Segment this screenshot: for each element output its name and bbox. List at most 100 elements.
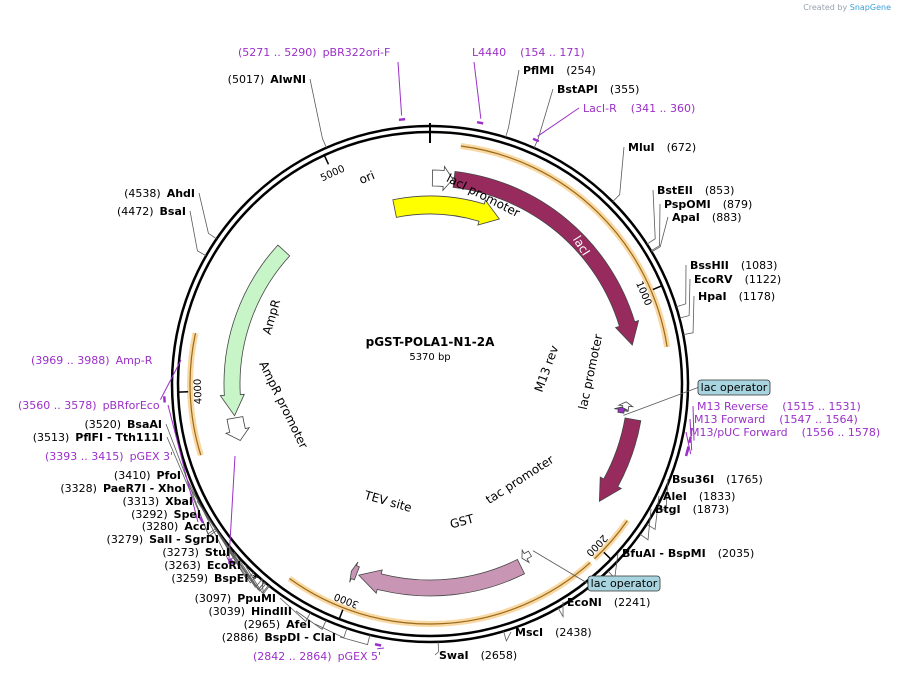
feature-label-m13-rev: M13 rev — [532, 344, 562, 394]
enzyme-label-7-part: EcoRV — [694, 273, 733, 286]
enzyme-leader-1 — [533, 88, 554, 149]
enzyme-label-13: EcoNI(2241) — [567, 596, 650, 609]
enzyme-label-9: Bsu36I(1765) — [672, 473, 763, 486]
enzyme-label-1-part: (355) — [610, 83, 640, 96]
feature-label-ampr-promoter: AmpR promoter — [256, 359, 310, 451]
enzyme-label-20-part: (3259) — [171, 572, 208, 585]
primer-leader-6 — [377, 647, 385, 650]
primer-label-3-part: M13 Reverse — [697, 400, 768, 413]
enzyme-label-14-part: MscI — [515, 626, 543, 639]
enzyme-leader-2 — [612, 146, 625, 203]
enzyme-label-17-part: (2965) — [244, 618, 281, 631]
enzyme-label-4-part: PspOMI — [664, 198, 711, 211]
primer-mark-8 — [198, 516, 205, 524]
enzyme-leader-33 — [309, 78, 327, 148]
enzyme-leader-11 — [639, 508, 652, 541]
primer-label-5-part: M13/pUC Forward — [690, 426, 788, 439]
enzyme-leader-30 — [165, 423, 217, 535]
primer-label-1-part: L4440 — [472, 46, 506, 59]
enzyme-label-7: EcoRV(1122) — [694, 273, 781, 286]
primer-label-2-part: (341 .. 360) — [631, 102, 696, 115]
enzyme-label-20-part: BspEI * — [214, 572, 258, 585]
plasmid-name: pGST-POLA1-N1-2A — [366, 335, 495, 349]
primer-label-1: L4440 (154 .. 171) — [472, 46, 585, 59]
halo-outer-line-1 — [593, 520, 628, 560]
enzyme-label-14: MscI(2438) — [515, 626, 592, 639]
enzyme-leader-31 — [189, 210, 207, 257]
enzyme-label-30-part: BsaAI — [127, 418, 162, 431]
enzyme-leader-4 — [650, 203, 661, 252]
enzyme-label-15-part: SwaI — [439, 649, 469, 662]
enzyme-leader-5 — [651, 216, 669, 253]
feature-laci — [452, 171, 640, 346]
enzyme-label-30-part: (3520) — [84, 418, 121, 431]
enzyme-label-6-part: (1083) — [741, 259, 778, 272]
primer-label-9: (3969 .. 3988)Amp-R — [31, 354, 153, 367]
feature-tev-site — [349, 561, 360, 583]
primer-label-3-part: (1515 .. 1531) — [782, 400, 861, 413]
enzyme-label-17: (2965)AfeI — [244, 618, 311, 631]
enzyme-leader-22 — [233, 551, 267, 592]
enzyme-label-1-part: BstAPI — [557, 83, 598, 96]
primer-leader-9 — [160, 359, 182, 400]
primer-leader-7 — [228, 455, 236, 564]
enzyme-label-21-part: (3263) — [164, 559, 201, 572]
enzyme-label-32: (4538)AhdI — [124, 187, 195, 200]
primer-label-6-part: pGEX 5' — [338, 650, 382, 663]
enzyme-label-19-part: (3097) — [195, 592, 232, 605]
enzyme-label-9-part: (1765) — [726, 473, 763, 486]
primer-mark-2 — [532, 137, 540, 143]
primer-label-8-part: pBRforEco — [103, 399, 160, 412]
enzyme-label-18-part: (3039) — [208, 605, 245, 618]
enzyme-label-31-part: (4472) — [117, 205, 154, 218]
primer-label-2: LacI-R(341 .. 360) — [583, 102, 695, 115]
enzyme-label-27-part: (3328) — [60, 482, 97, 495]
enzyme-label-15: SwaI(2658) — [439, 649, 517, 662]
primer-mark-6 — [374, 643, 382, 647]
label-leaders — [160, 61, 699, 656]
primer-label-1-part: (154 .. 171) — [520, 46, 585, 59]
credit-prefix: Created by — [803, 3, 848, 12]
feature-label-lacza: lacZα — [571, 420, 597, 456]
enzyme-label-23: (3279)SalI - SgrDI — [107, 533, 219, 546]
enzyme-label-28: (3410)PfoI — [114, 469, 181, 482]
enzyme-label-26-part: XbaI — [165, 495, 193, 508]
enzyme-label-32-part: AhdI — [167, 187, 195, 200]
enzyme-label-8-part: HpaI — [698, 290, 727, 303]
enzyme-label-10-part: AleI — [663, 490, 687, 503]
operator-leader-1 — [532, 550, 589, 584]
lac-operator-label-0: lac operator — [701, 381, 768, 394]
enzyme-label-0-part: (254) — [566, 64, 596, 77]
primer-label-7-part: pGEX 3' — [130, 450, 174, 463]
primer-label-7-part: (3393 .. 3415) — [45, 450, 124, 463]
primer-label-4-part: M13 Forward — [694, 413, 765, 426]
enzyme-label-29: (3513)PflFI - Tth111I — [33, 431, 163, 444]
lac-operator-box-0 — [697, 379, 771, 396]
enzyme-label-25: (3292)SpeI — [131, 508, 201, 521]
primer-label-8: (3560 .. 3578)pBRforEco — [18, 399, 160, 412]
enzyme-label-33: (5017)AlwNI — [228, 73, 306, 86]
enzyme-label-11-part: BtgI — [655, 503, 681, 516]
feature-laci-promoter — [431, 165, 454, 192]
enzyme-label-23-part: SalI - SgrDI — [149, 533, 219, 546]
enzyme-label-2-part: MluI — [628, 141, 655, 154]
enzyme-label-5: ApaI(883) — [672, 211, 742, 224]
snapgene-credit: Created by SnapGene — [803, 3, 891, 12]
enzyme-leader-8 — [683, 295, 695, 336]
enzyme-label-25-part: (3292) — [131, 508, 168, 521]
enzyme-label-27-part: PaeR7I - XhoI — [103, 482, 186, 495]
primer-leader-0 — [397, 61, 403, 116]
enzyme-leader-15 — [434, 641, 439, 656]
primer-label-7: (3393 .. 3415) pGEX 3' — [45, 450, 173, 463]
halo-outer-line-0 — [460, 145, 668, 347]
feature-ampr — [219, 244, 291, 417]
lac-operator-box-1 — [587, 575, 661, 592]
enzyme-label-10: AleI(1833) — [663, 490, 735, 503]
enzyme-label-2: MluI(672) — [628, 141, 696, 154]
enzyme-label-26-part: (3313) — [123, 495, 160, 508]
feature-label-tac-promoter: tac promoter — [483, 452, 556, 506]
enzyme-leader-29 — [166, 436, 218, 537]
feature-gst — [357, 558, 526, 597]
enzyme-label-11: BtgI(1873) — [655, 503, 729, 516]
tick-1000 — [652, 285, 663, 291]
